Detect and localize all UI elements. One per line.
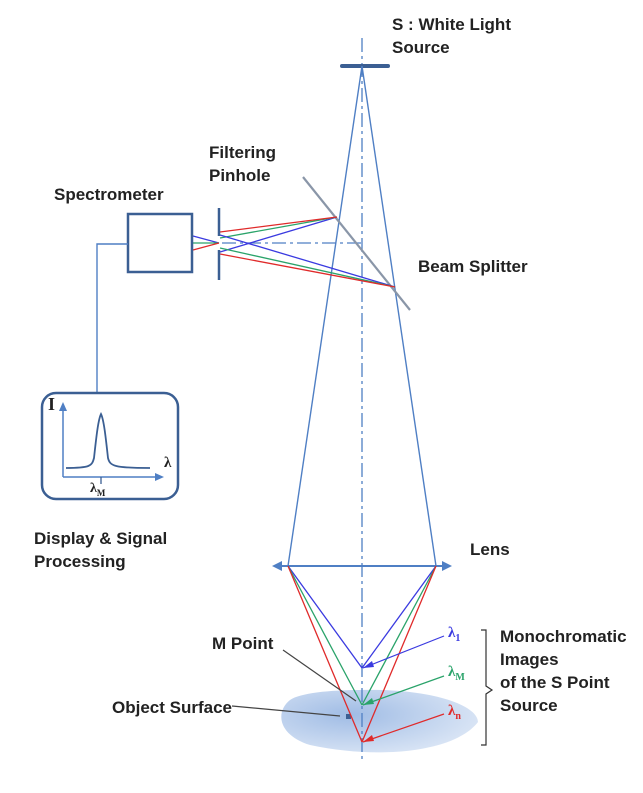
lambda-1-symbol: λ xyxy=(448,625,456,641)
label-source-line-2: Source xyxy=(392,37,450,57)
wavelength-pointers xyxy=(362,635,445,743)
reflected-rays xyxy=(219,216,396,288)
label-pinhole-line-2: Pinhole xyxy=(209,165,271,185)
lambda-1-sub: 1 xyxy=(455,633,461,644)
label-source-line-1: S : White Light xyxy=(392,15,511,34)
label-beam-splitter: Beam Splitter xyxy=(418,257,528,276)
lambda-n-symbol: λ xyxy=(448,703,456,719)
lambda-n-label: λn xyxy=(448,703,461,722)
lambda-m-symbol: λ xyxy=(448,664,456,680)
label-lens: Lens xyxy=(470,540,510,559)
surface-marker xyxy=(346,714,351,719)
lambda-1-label: λ1 xyxy=(448,625,460,644)
label-monochromatic: Monochromatic Images of the S Point Sour… xyxy=(500,626,627,718)
lambda-n-sub: n xyxy=(455,711,461,722)
label-object-surface: Object Surface xyxy=(112,698,232,717)
signal-wire xyxy=(96,243,128,393)
label-display-line-2: Processing xyxy=(34,551,126,571)
label-m-point: M Point xyxy=(212,634,274,653)
label-source: S : White Light Source xyxy=(392,14,511,60)
label-pinhole: Filtering Pinhole xyxy=(209,142,276,188)
inset-peak-symbol: λ xyxy=(90,481,97,496)
beam-right xyxy=(361,65,437,567)
label-monochromatic-line-1: Monochromatic xyxy=(500,627,627,646)
label-spectrometer: Spectrometer xyxy=(54,185,164,204)
beam-splitter-plate xyxy=(302,176,411,311)
inset-axes xyxy=(59,402,164,481)
spectrometer-box xyxy=(126,212,194,274)
lens xyxy=(272,561,452,571)
label-monochromatic-line-4: Source xyxy=(500,695,558,715)
inset-peak-sub: M xyxy=(96,487,106,498)
object-surface-pointer xyxy=(231,705,341,717)
inset-peak-label: λM xyxy=(90,481,105,498)
beam-left xyxy=(287,65,363,567)
object-surface xyxy=(281,689,478,753)
inset-x-label: λ xyxy=(164,455,172,471)
label-display: Display & Signal Processing xyxy=(34,528,167,574)
monochromatic-bracket xyxy=(481,629,494,746)
label-monochromatic-line-3: of the S Point xyxy=(500,672,610,692)
display-box xyxy=(40,391,180,501)
m-point-pointer xyxy=(282,649,357,702)
spectrometer-rays xyxy=(192,235,220,251)
label-display-line-1: Display & Signal xyxy=(34,529,168,548)
lambda-m-label: λM xyxy=(448,664,465,683)
lambda-m-sub: M xyxy=(455,672,465,683)
spectrum-peak xyxy=(65,411,151,469)
label-pinhole-line-1: Filtering xyxy=(209,143,277,162)
label-monochromatic-line-2: Images xyxy=(500,649,559,669)
inset-y-label: I xyxy=(48,394,56,414)
